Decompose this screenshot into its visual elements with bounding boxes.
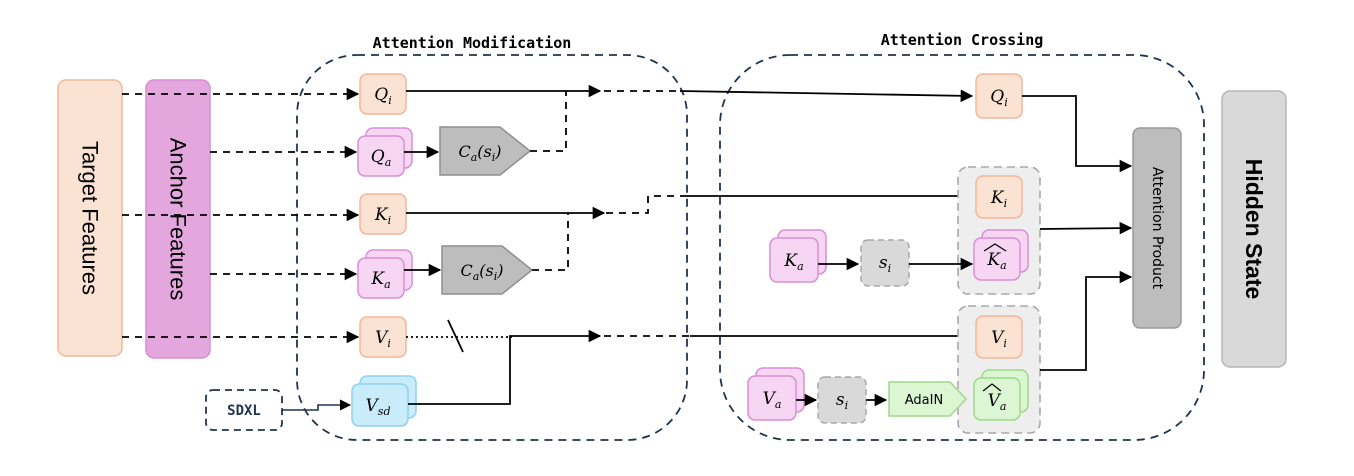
vsd-box: [351, 383, 409, 427]
attention-product-label: Attention Product: [1149, 167, 1165, 290]
ka-hat-mark: [983, 243, 1007, 252]
ca-k-dashed-line: [532, 213, 569, 271]
crossing-ki-box: [975, 175, 1023, 219]
vi-symbol: Vi: [375, 328, 391, 350]
attention-modification-group: [296, 54, 688, 441]
ca-si-box-q: [439, 126, 532, 176]
si-symbol-k: si: [879, 253, 891, 275]
k-merge-dashed-line: [606, 195, 686, 214]
qa-box: [357, 135, 405, 177]
ca-q-dashed-line: [530, 91, 567, 152]
ka-box: [357, 257, 405, 299]
crossing-ka-box: [769, 237, 819, 283]
q-to-crossing-line: [679, 89, 974, 103]
crossing-va-symbol: Va: [763, 389, 782, 411]
vsd-to-merge-line: [408, 329, 602, 405]
qi-symbol: Qi: [374, 85, 391, 107]
sdxl-label: SDXL: [227, 403, 261, 419]
va-hat-symbol: Va: [988, 391, 1007, 413]
crossing-qi-symbol: Qi: [990, 87, 1007, 109]
crossing-ki-symbol: Ki: [990, 188, 1007, 210]
va-hat-mark: [982, 383, 1002, 392]
attention-modification-label: Attention Modification: [373, 34, 572, 52]
crossing-ka-symbol: Ka: [783, 251, 803, 273]
ca-si-symbol-q: Ca(si): [458, 142, 501, 164]
crossing-va-box: [747, 375, 797, 421]
target-features-column: [57, 79, 123, 357]
attention-crossing-group: [719, 54, 1205, 441]
ki-box: [359, 193, 407, 235]
si-symbol-v: si: [836, 390, 848, 412]
adain-label: AdaIN: [905, 393, 943, 408]
attention-product-box: [1132, 127, 1182, 329]
vsd-symbol: Vsd: [366, 396, 391, 418]
ka-hat-symbol: Ka: [986, 250, 1006, 272]
qa-symbol: Qa: [371, 147, 392, 169]
si-box-k: [860, 239, 910, 287]
sdxl-to-vsd-line: [282, 399, 352, 411]
crossing-vi-symbol: Vi: [991, 328, 1007, 350]
qi-box: [359, 73, 407, 115]
adain-box: [888, 381, 968, 417]
attention-crossing-label: Attention Crossing: [881, 31, 1044, 49]
vi-cut-mark: [447, 319, 464, 353]
anchor-features-label: Anchor Features: [166, 138, 191, 301]
v-group-to-product-line: [1040, 270, 1133, 371]
anchor-features-column: [145, 79, 211, 359]
crossing-vi-box: [975, 315, 1023, 359]
ca-si-box-k: [441, 245, 534, 295]
ca-si-symbol-k: Ca(si): [460, 261, 503, 283]
hidden-state-label: Hidden State: [1241, 159, 1267, 300]
ki-symbol: Ki: [374, 205, 391, 227]
ka-hat-box: [973, 237, 1021, 281]
qi-to-product-line: [1022, 95, 1133, 173]
k-group-to-product-line: [1039, 221, 1133, 235]
ka-symbol: Ka: [370, 269, 390, 291]
target-features-label: Target Features: [78, 141, 103, 295]
hidden-state-column: [1221, 90, 1287, 368]
